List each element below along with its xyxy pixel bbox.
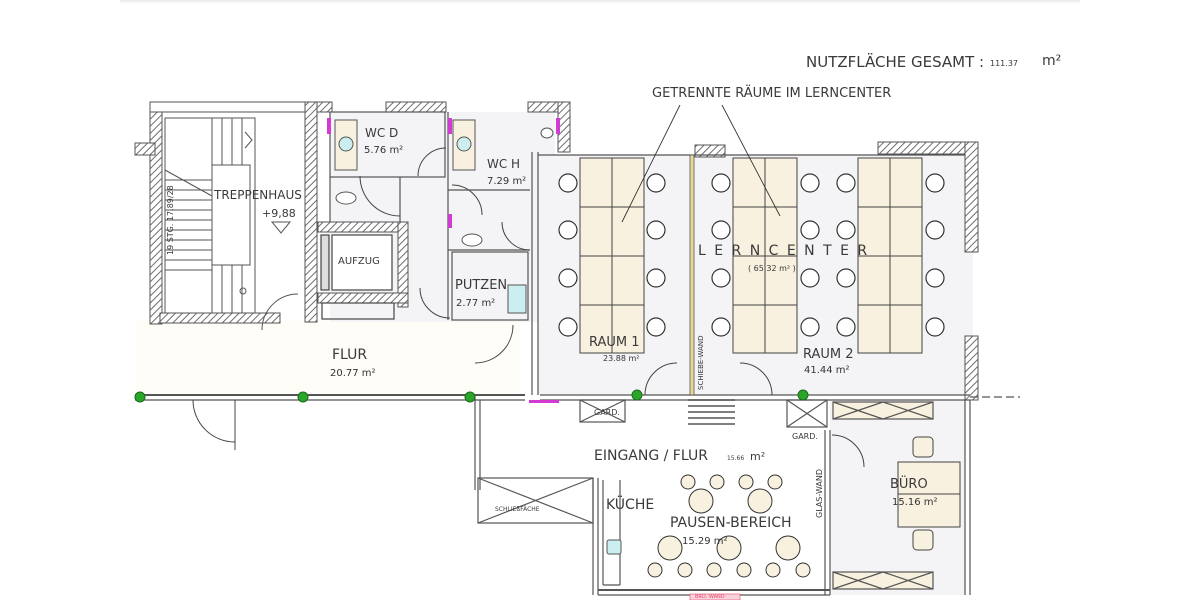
room-area-room-2: 41.44 m²: [804, 365, 850, 376]
sliding-wall-label: SCHIEBE-WAND: [697, 335, 705, 390]
room-label-cleaning: PUTZEN: [455, 278, 508, 293]
walls-hatched: [134, 101, 979, 401]
room-label-elevator: AUFZUG: [338, 256, 380, 267]
wardrobe-label-1: GARD.: [594, 408, 620, 417]
elevator: [320, 234, 395, 320]
total-area-value: 111.37: [990, 59, 1018, 68]
doors: [192, 147, 865, 468]
room-area-entrance-unit: m²: [750, 450, 766, 463]
learning-tables: [579, 157, 961, 551]
stair-note: 19 STG. 17,89/28: [166, 185, 175, 255]
shaft-label: SCHLIEßFÄCHE: [495, 506, 540, 513]
door-jambs: [327, 118, 560, 403]
fire-wall-tag: [689, 593, 741, 600]
staircase: [164, 117, 299, 331]
sanitary-fixtures: [334, 119, 622, 555]
room-area-break-area: 15.29 m²: [682, 536, 728, 547]
room-area-wc-h: 7.29 m²: [487, 176, 527, 187]
room-label-corridor: FLUR: [332, 347, 368, 363]
room-label-room-1: RAUM 1: [589, 335, 640, 350]
room-area-corridor: 20.77 m²: [330, 368, 376, 379]
column-markers: [134, 389, 809, 403]
room-area-room-1: 23.88 m²: [603, 354, 640, 363]
room-label-wc-d: WC D: [365, 126, 399, 140]
room-label-entrance: EINGANG / FLUR: [594, 448, 708, 464]
walls: [135, 111, 1020, 596]
fire-wall-label: BRD. WAND: [695, 594, 725, 600]
total-area-unit: m²: [1042, 53, 1062, 69]
stairwell-level: +9,88: [262, 207, 296, 220]
room-area-entrance: 15.66: [727, 455, 745, 462]
room-label-stairwell: TREPPENHAUS: [214, 188, 302, 202]
room-label-kitchen: KÜCHE: [606, 497, 655, 513]
room-area-learning-center: ( 65.32 m² ): [748, 264, 796, 273]
room-area-cleaning: 2.77 m²: [456, 298, 496, 309]
sliding-wall: [688, 154, 735, 425]
break-area-furniture: [647, 474, 811, 578]
room-label-office: BÜRO: [890, 477, 928, 492]
room-label-break-area: PAUSEN-BEREICH: [670, 515, 792, 531]
room-area-wc-d: 5.76 m²: [364, 145, 404, 156]
wardrobe-label-2: GARD.: [792, 432, 818, 441]
total-area-label: NUTZFLÄCHE GESAMT :: [806, 53, 985, 71]
annotation-separate-rooms: GETRENNTE RÄUME IM LERNCENTER: [652, 86, 892, 101]
chairs: [558, 173, 945, 337]
room-area-office: 15.16 m²: [892, 497, 938, 508]
glass-wall-label: GLAS-WAND: [815, 468, 824, 518]
top-edge-shadow: [120, 0, 1080, 4]
room-label-wc-h: WC H: [487, 157, 521, 171]
room-label-learning-center: L E R N C E N T E R: [698, 243, 870, 259]
room-label-room-2: RAUM 2: [803, 347, 854, 362]
annotation-leaders: [621, 104, 781, 223]
